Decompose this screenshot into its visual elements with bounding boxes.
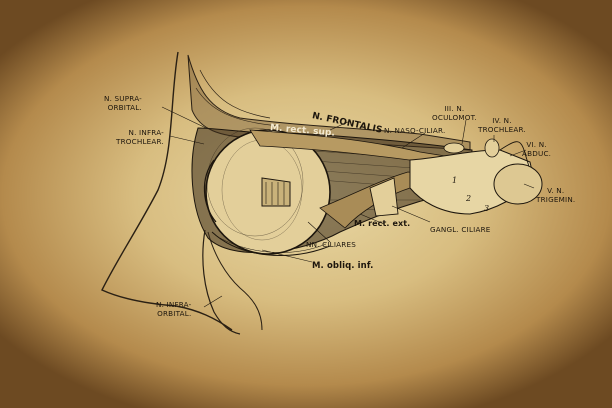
trigeminal-branch-number-3: 3 <box>484 204 490 213</box>
nasal-bone <box>202 229 241 335</box>
label-nn-ciliares: NN. CILIARES <box>306 240 356 249</box>
infraorbital-region <box>207 231 263 331</box>
optic-nerve <box>261 177 291 207</box>
label-line: TROCHLEAR. <box>478 125 526 134</box>
m-obliq-inf-shape <box>211 231 331 256</box>
label-line: ORBITAL. <box>157 309 192 318</box>
cornea <box>203 159 217 223</box>
label-line: TROCHLEAR. <box>116 137 164 146</box>
trigeminal-ganglion <box>493 163 543 205</box>
ciliary-ganglion <box>369 177 399 217</box>
label-line: N. SUPRA- <box>104 94 142 103</box>
label-n-supraorbital: N. SUPRA- ORBITAL. <box>104 94 142 112</box>
label-n-trigemin: V. N. TRIGEMIN. <box>536 186 575 204</box>
trigeminal-branch-number-1: 1 <box>452 176 458 185</box>
label-n-trochlear: IV. N. TROCHLEAR. <box>478 116 526 134</box>
label-line: N. INFRA- <box>128 128 164 137</box>
label-line: ORBITAL. <box>107 103 142 112</box>
label-m-rect-ext: M. rect. ext. <box>354 219 411 228</box>
label-line: ABDUC. <box>522 149 552 158</box>
trigeminal-branch-number-2: 2 <box>466 194 472 203</box>
label-line: IV. N. <box>492 116 512 125</box>
label-line: TRIGEMIN. <box>536 195 576 204</box>
label-n-infratrochlear: N. INFRA- TROCHLEAR. <box>116 128 164 146</box>
label-n-infraorbital: N. INFRA- ORBITAL. <box>156 300 191 318</box>
label-n-abduc: VI. N. ABDUC. <box>522 140 551 158</box>
label-line: VI. N. <box>526 140 547 149</box>
label-line: III. N. <box>444 104 465 113</box>
label-gangl-ciliare: GANGL. CILIARE <box>430 225 491 234</box>
label-line: N. INFRA- <box>156 300 192 309</box>
label-n-nasociliar: N. NASO-CILIAR. <box>384 126 446 135</box>
label-line: V. N. <box>547 186 565 195</box>
face-contour <box>101 51 233 331</box>
label-n-oculomot: III. N. OCULOMOT. <box>432 104 477 122</box>
label-m-obliq-inf: M. obliq. inf. <box>312 261 374 271</box>
label-line: OCULOMOT. <box>432 113 477 122</box>
